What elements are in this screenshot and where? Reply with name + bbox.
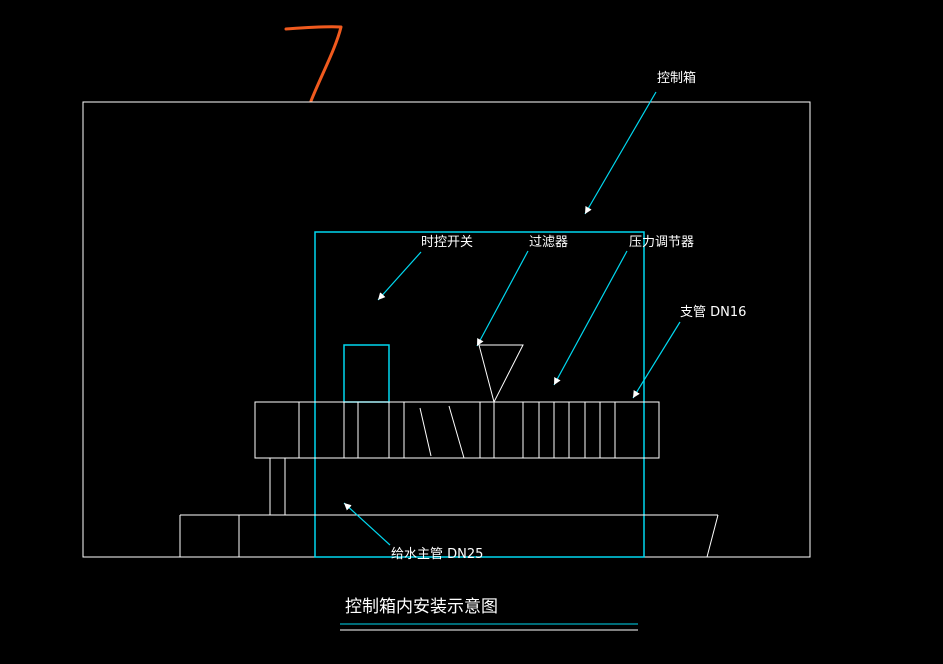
- leader-main-pipe: [343, 502, 391, 546]
- label-control-box: 控制箱: [657, 70, 696, 86]
- leader-control-box: [584, 91, 657, 215]
- control-box-outline: [314, 231, 645, 558]
- label-filter: 过滤器: [529, 235, 568, 250]
- outer-frame: [82, 101, 811, 558]
- handwritten-seven-mark: [284, 25, 343, 103]
- leader-filter: [476, 250, 529, 347]
- filter-triangle: [478, 344, 524, 404]
- timer-switch-box: [343, 344, 390, 403]
- label-pressure-regulator: 压力调节器: [629, 235, 694, 250]
- leader-branch-pipe: [632, 321, 681, 399]
- branch-pipe-assembly: [254, 401, 660, 459]
- label-timer-switch: 时控开关: [421, 235, 473, 250]
- riser-pipe: [269, 458, 286, 515]
- label-main-pipe: 给水主管 DN25: [391, 547, 483, 562]
- leader-timer-switch: [377, 251, 422, 301]
- drawing-title: 控制箱内安装示意图: [345, 597, 498, 617]
- label-branch-pipe: 支管 DN16: [680, 305, 746, 320]
- leader-pressure-regulator: [553, 250, 628, 386]
- main-pipe: [179, 514, 719, 558]
